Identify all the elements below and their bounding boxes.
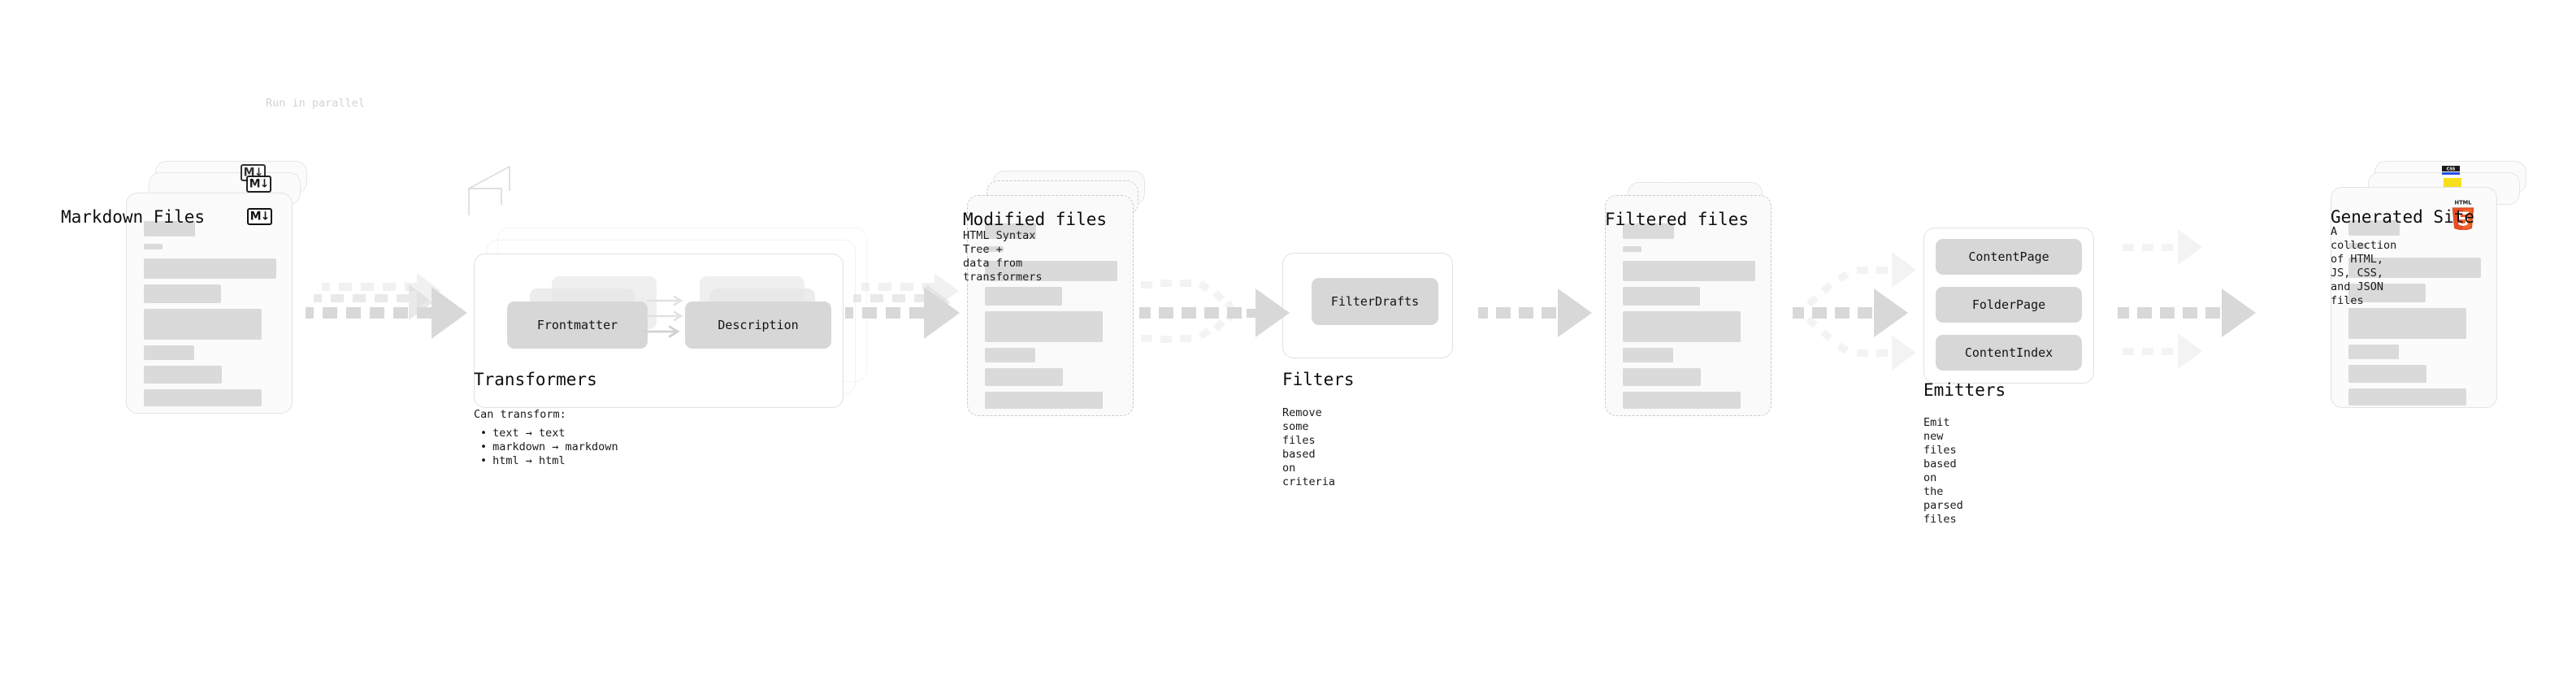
transformer-chip-frontmatter[interactable]: Frontmatter — [507, 301, 648, 349]
skeleton-bar — [1623, 311, 1741, 342]
stage-title-markdown-files: Markdown Files — [61, 207, 206, 227]
markdown-icon-mid: M↓ — [246, 176, 271, 193]
skeleton-bar — [2348, 220, 2400, 236]
run-in-parallel-bracket — [468, 165, 510, 215]
skeleton-bar — [2348, 388, 2466, 406]
skeleton-bar — [985, 246, 1004, 252]
skeleton-bar — [985, 261, 1117, 281]
skeleton-bar — [2348, 365, 2426, 383]
skeleton-bar — [144, 284, 221, 303]
skeleton-bar — [144, 221, 195, 236]
stage-title-modified-files: Modified files — [963, 210, 1108, 229]
skeleton-bar — [2348, 258, 2481, 278]
emitters-group: ContentPage FolderPage ContentIndex — [1923, 228, 2094, 384]
stage-title-filters: Filters — [1282, 370, 1355, 389]
skeleton-bar — [985, 223, 1036, 239]
javascript-icon — [2444, 178, 2461, 189]
skeleton-bar — [144, 345, 194, 360]
skeleton-bar — [144, 309, 262, 340]
skeleton-bar — [1623, 246, 1641, 252]
filter-chip-filterdrafts[interactable]: FilterDrafts — [1312, 278, 1438, 325]
markdown-icon-glyph-back: M↓ — [243, 166, 264, 179]
connector-filters-to-filtered — [1478, 288, 1592, 337]
skeleton-bar — [985, 311, 1103, 342]
transformer-chip-description[interactable]: Description — [685, 301, 831, 349]
skeleton-bar — [1623, 261, 1755, 281]
emitters-description: Emit new files based on the parsed files — [1923, 416, 1963, 526]
skeleton-bar — [2348, 284, 2426, 302]
skeleton-bar — [1623, 223, 1674, 239]
transformers-bullet-list: text → text markdown → markdown html → h… — [480, 427, 618, 468]
stage-title-filtered-files: Filtered files — [1605, 210, 1750, 229]
generated-site-description: A collection of HTML, JS, CSS, and JSON … — [2331, 225, 2397, 307]
stage-title-emitters: Emitters — [1923, 380, 2006, 400]
svg-text:HTML: HTML — [2455, 200, 2473, 206]
skeleton-bar — [1623, 348, 1673, 362]
bullet-html-to-html: html → html — [480, 454, 618, 468]
bullet-markdown-to-markdown: markdown → markdown — [480, 440, 618, 454]
stage-title-transformers: Transformers — [474, 370, 597, 389]
modified-file-card — [967, 195, 1134, 416]
generated-site-card: HTML — [2331, 187, 2497, 408]
markdown-icon-glyph-mid: M↓ — [249, 177, 270, 190]
bullet-text-to-text: text → text — [480, 427, 618, 440]
connector-emitters-to-site — [2118, 229, 2256, 369]
skeleton-bar — [2348, 308, 2466, 339]
skeleton-bar — [144, 366, 222, 384]
svg-text:CSS: CSS — [2447, 167, 2456, 172]
run-in-parallel-label: Run in parallel — [266, 97, 365, 110]
skeleton-bar — [2348, 345, 2399, 359]
skeleton-bar — [144, 389, 262, 406]
stage-title-generated-site: Generated Site — [2331, 207, 2475, 227]
modified-files-description: HTML Syntax Tree + data from transformer… — [963, 229, 1043, 284]
connector-md-to-transformers — [306, 273, 467, 339]
transformers-description-head: Can transform: — [474, 408, 566, 421]
skeleton-bar — [1623, 368, 1701, 386]
skeleton-bar — [1623, 392, 1741, 409]
skeleton-bar — [144, 258, 276, 279]
skeleton-bar — [985, 348, 1035, 362]
markdown-icon-glyph: M↓ — [249, 210, 271, 223]
skeleton-bar — [1623, 287, 1700, 306]
filters-group: FilterDrafts — [1282, 253, 1453, 358]
skeleton-bar — [985, 368, 1063, 386]
filters-description: Remove some files based on criteria — [1282, 406, 1336, 488]
markdown-icon: M↓ — [247, 208, 272, 225]
css3-icon: CSS — [2442, 166, 2460, 175]
skeleton-bar — [2348, 243, 2367, 249]
html5-icon: HTML — [2452, 200, 2474, 230]
skeleton-bar — [144, 244, 163, 249]
filtered-file-card — [1605, 195, 1772, 416]
markdown-file-card: M↓ — [126, 193, 293, 414]
connector-modified-to-filters — [1139, 280, 1290, 343]
emitter-chip-contentindex[interactable]: ContentIndex — [1936, 335, 2082, 371]
emitter-chip-folderpage[interactable]: FolderPage — [1936, 287, 2082, 323]
skeleton-bar — [985, 287, 1062, 306]
connector-filtered-to-emitters — [1793, 252, 1916, 371]
skeleton-bar — [985, 392, 1103, 409]
emitter-chip-contentpage[interactable]: ContentPage — [1936, 239, 2082, 275]
